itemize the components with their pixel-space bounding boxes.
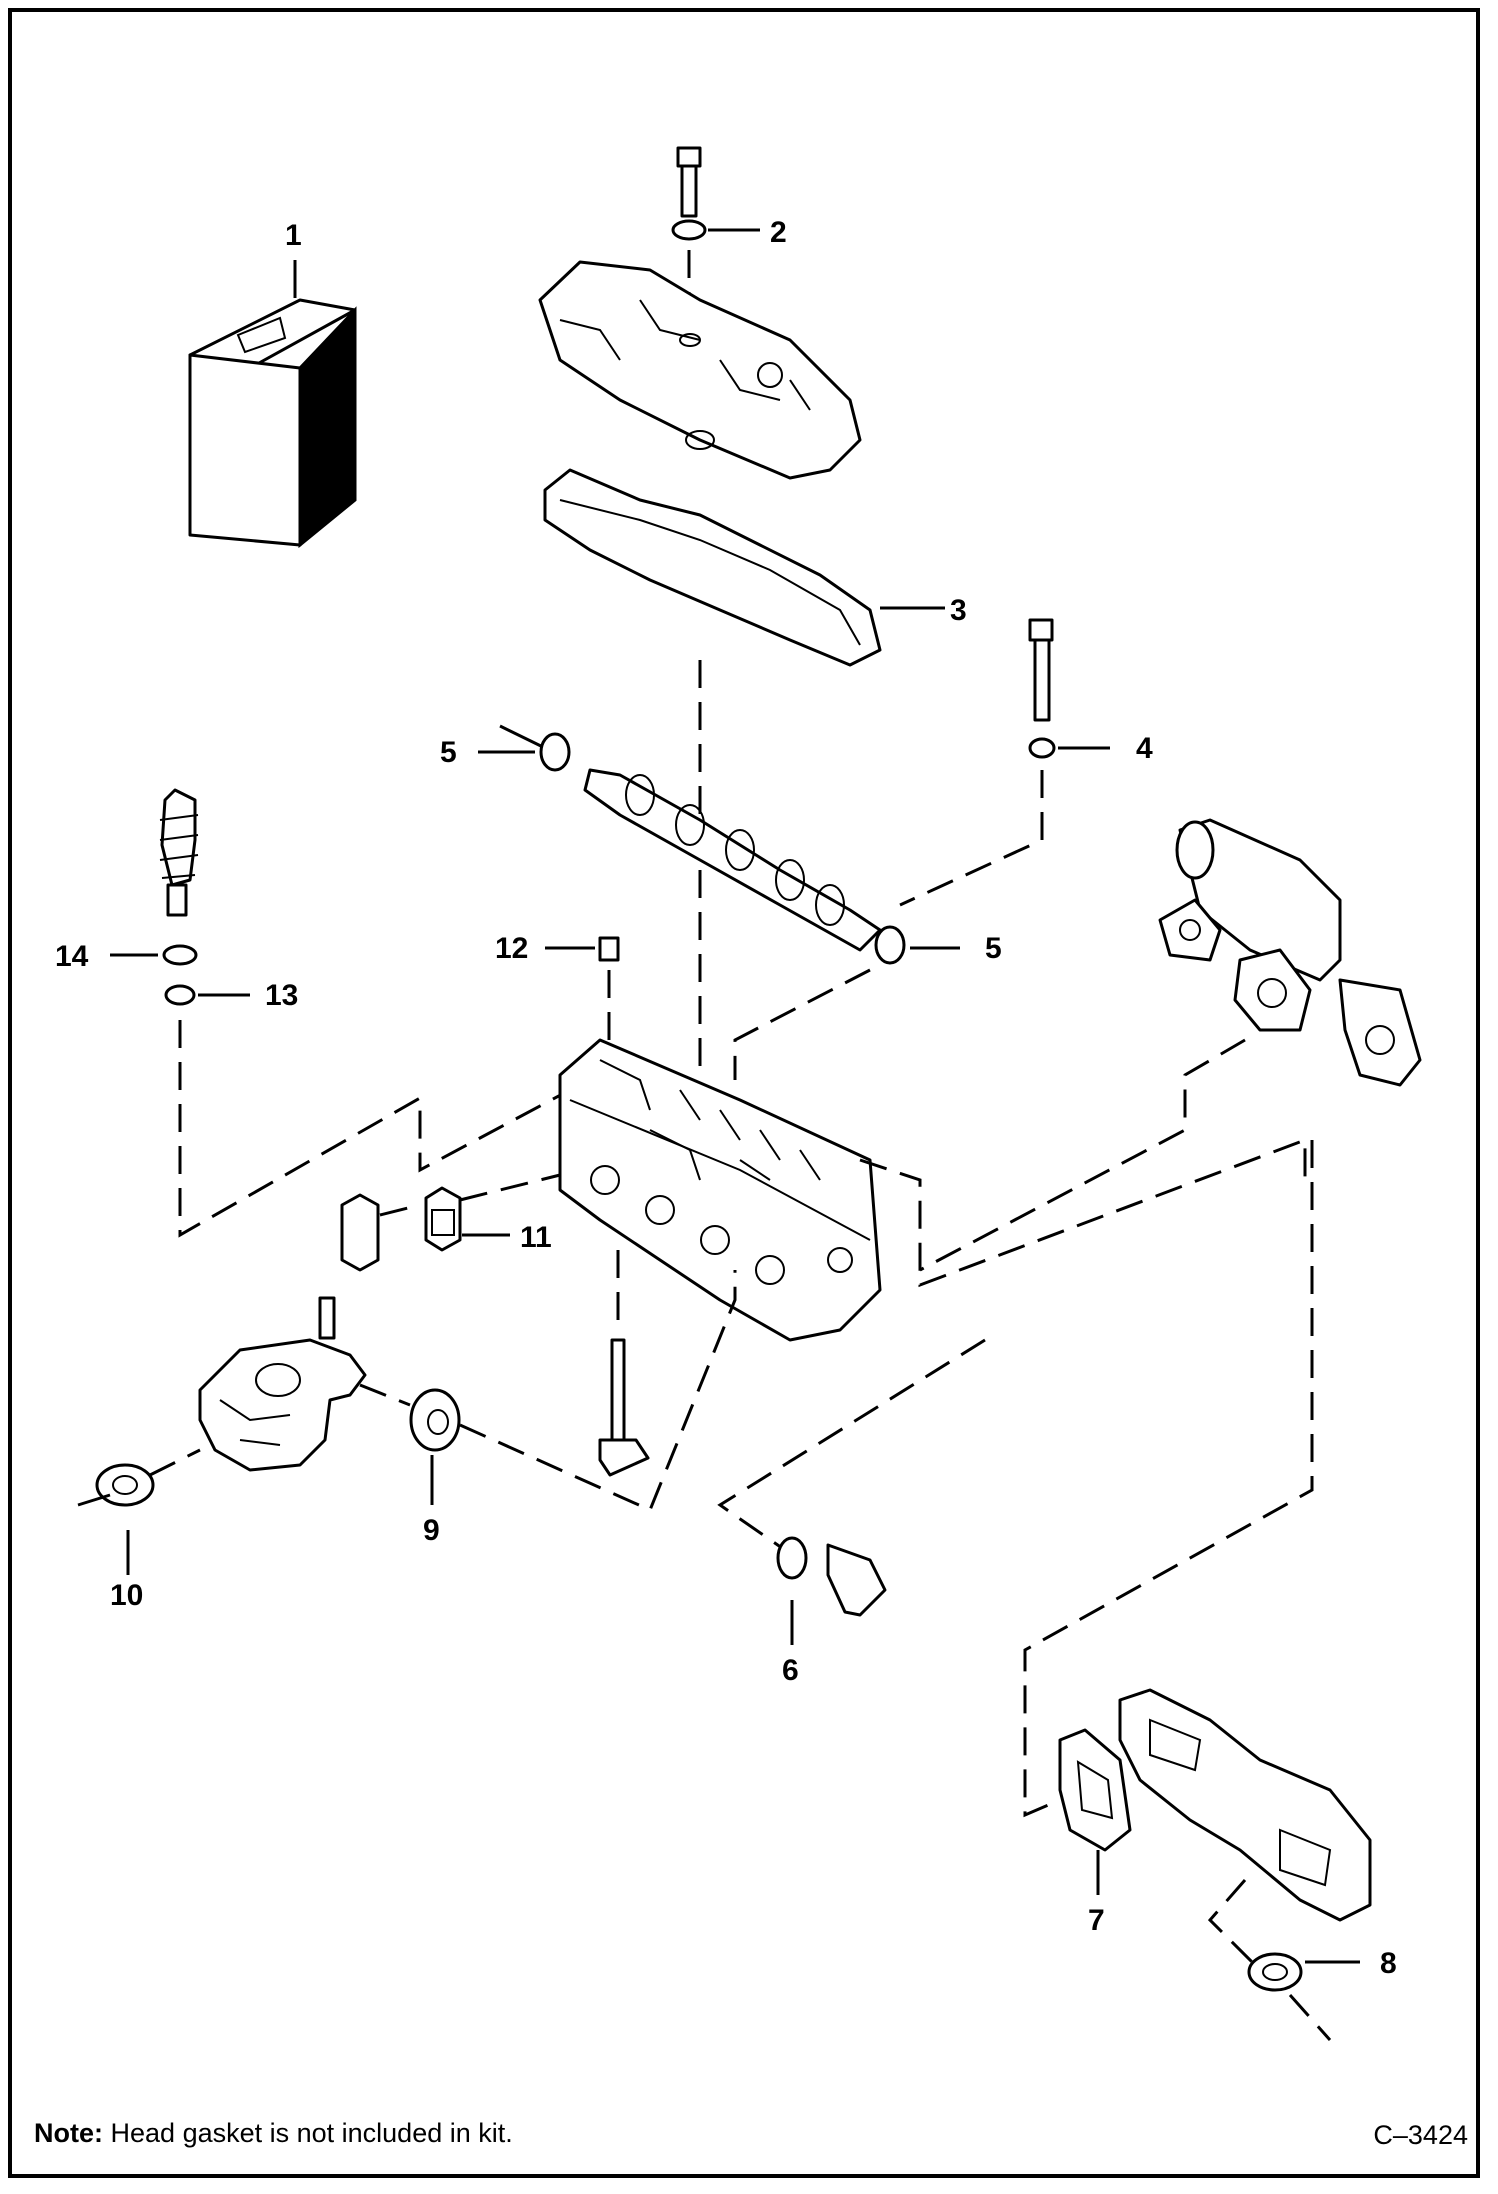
figure-id: C–3424 [1373,2120,1468,2150]
valve [598,1250,650,1477]
callout-5-right: 5 [985,932,1002,965]
valve-spring-assembly [110,788,571,1238]
callout-7: 7 [1088,1904,1105,1937]
callout-3: 3 [950,594,967,627]
camshaft [478,724,960,1080]
rocker-cover-gasket [543,468,945,1080]
note-text: Head gasket is not included in kit. [110,2118,513,2148]
callout-1: 1 [285,219,302,252]
callout-4: 4 [1136,732,1153,765]
callout-12: 12 [495,932,528,965]
callout-11: 11 [520,1221,552,1254]
cylinder-head [558,1038,1307,1342]
callout-6: 6 [782,1654,799,1687]
thermostat-housing [77,1270,737,1575]
diagram-frame [8,8,1480,2178]
callout-10: 10 [110,1579,143,1612]
rocker-cover-bolt [671,146,760,340]
footnote: Note: Head gasket is not included in kit… [34,2118,513,2149]
gasket-kit-box [188,260,357,549]
callout-13: 13 [265,979,298,1012]
cover-plate-gasket [340,1173,561,1272]
intake-manifold [1023,1140,1372,2041]
exhaust-manifold [919,818,1422,1272]
manifold-stud [899,618,1110,907]
callout-14: 14 [55,940,89,973]
callout-9: 9 [423,1514,440,1547]
head-plug [545,936,620,1050]
callout-2: 2 [770,216,787,249]
callout-5-left: 5 [440,736,457,769]
note-label: Note: [34,2118,103,2148]
rocker-cover [538,260,862,480]
callout-8: 8 [1380,1947,1397,1980]
temperature-sender [717,1338,986,1645]
